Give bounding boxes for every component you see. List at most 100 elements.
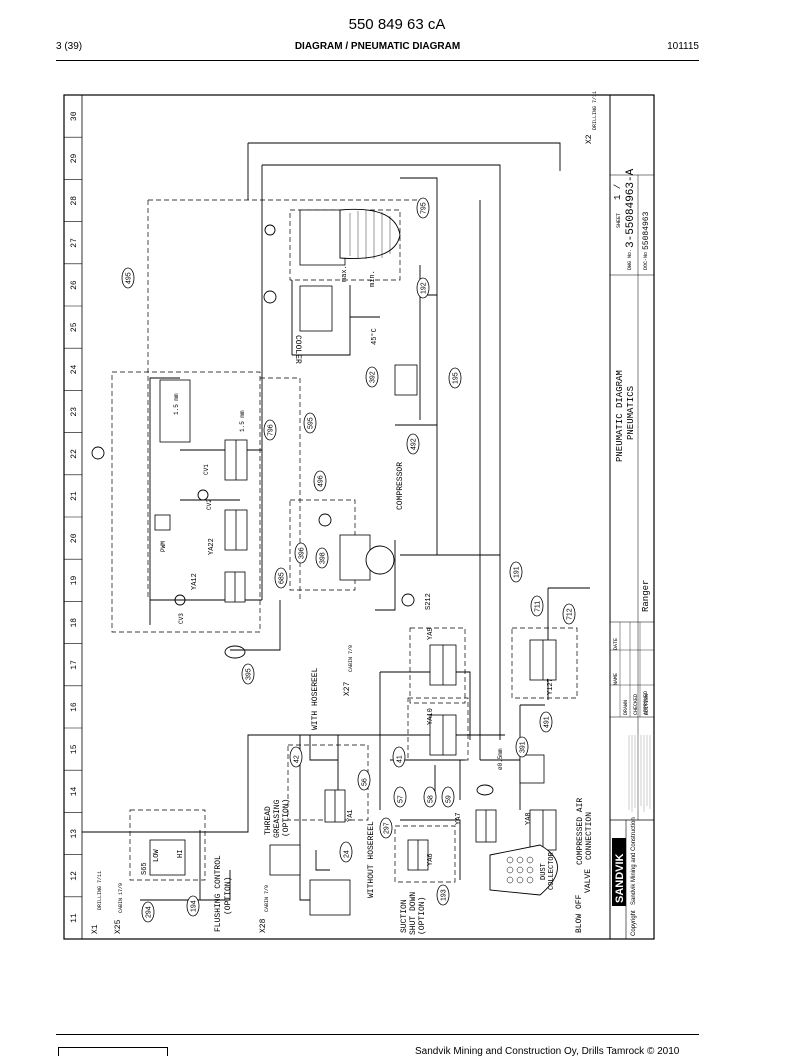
svg-text:CHECKED: CHECKED [633, 694, 639, 715]
svg-text:Y127: Y127 [547, 678, 555, 695]
x1-label: X1 [91, 924, 100, 934]
column-number: 15 [70, 744, 79, 754]
svg-text:42: 42 [294, 755, 301, 763]
svg-text:DRILLING 7/11: DRILLING 7/11 [592, 91, 598, 130]
sheet-number: 1 / [613, 184, 623, 200]
column-number: 21 [70, 491, 79, 501]
svg-text:HI: HI [177, 850, 185, 858]
svg-text:DUST: DUST [540, 863, 548, 880]
svg-text:SHEET: SHEET [616, 213, 622, 228]
component-id-bubble: 396 [294, 542, 308, 564]
svg-text:S65: S65 [141, 862, 149, 875]
svg-text:DRAWN: DRAWN [623, 700, 629, 715]
svg-text:CV1: CV1 [203, 464, 210, 475]
svg-text:496: 496 [318, 475, 325, 487]
x28-label: X28 [259, 918, 268, 933]
column-number: 29 [70, 153, 79, 163]
svg-text:YA8: YA8 [525, 812, 533, 825]
column-number: 25 [70, 322, 79, 332]
svg-text:(OPTION): (OPTION) [418, 897, 427, 935]
svg-text:CV3: CV3 [178, 613, 185, 624]
svg-text:1.5 mm: 1.5 mm [239, 410, 246, 432]
title-block: SANDVIK Copyright Sandvik Mining and Con… [609, 95, 654, 939]
component-id-bubble: 395 [241, 663, 255, 685]
component-id-bubble: 58 [423, 786, 437, 808]
svg-text:195: 195 [453, 372, 460, 384]
component-id-bubble: 57 [393, 786, 407, 808]
svg-text:191: 191 [514, 566, 521, 578]
column-number: 22 [70, 449, 79, 459]
component-id-bubble: 795 [416, 197, 430, 219]
svg-text:796: 796 [268, 424, 275, 436]
svg-text:YA1: YA1 [347, 809, 355, 822]
column-number: 19 [70, 575, 79, 585]
footer-logo [58, 1047, 168, 1056]
header-rule [56, 60, 699, 61]
svg-text:ø0.5mm: ø0.5mm [497, 748, 504, 770]
svg-text:S212: S212 [425, 593, 433, 610]
svg-text:492: 492 [411, 438, 418, 450]
component-id-bubble: 24 [339, 841, 353, 863]
column-number: 18 [70, 618, 79, 628]
column-number: 14 [70, 786, 79, 796]
column-number: 28 [70, 196, 79, 206]
component-id-bubble: 297 [379, 817, 393, 839]
footer-publisher: Sandvik Mining and Construction Oy, Dril… [415, 1046, 680, 1057]
svg-text:YA12: YA12 [191, 573, 199, 590]
page-title: DIAGRAM / PNEUMATIC DIAGRAM [294, 41, 461, 52]
page-header: 3 (39) DIAGRAM / PNEUMATIC DIAGRAM 10111… [56, 41, 699, 57]
compressed-air-label: COMPRESSED AIR [576, 798, 585, 865]
column-number: 16 [70, 702, 79, 712]
component-id-bubble: 195 [448, 367, 462, 389]
doc-number: 55084963 [642, 211, 651, 250]
column-number: 17 [70, 660, 79, 670]
component-id-bubble: 495 [121, 267, 135, 289]
connector-labels: X1 DRILLING 7/11 X25 CABIN 17/9 X28 CABI… [91, 91, 598, 934]
column-number: 20 [70, 533, 79, 543]
component-id-bubble: 391 [515, 736, 529, 758]
svg-text:(OPTION): (OPTION) [282, 799, 291, 837]
svg-text:392: 392 [370, 371, 377, 383]
valve-symbols [149, 209, 557, 916]
component-id-bubble: 595 [303, 412, 317, 434]
svg-text:CABIN 7/9: CABIN 7/9 [264, 885, 270, 912]
component-id-bubble: 496 [313, 470, 327, 492]
column-number: 27 [70, 238, 79, 248]
component-id-bubble: 56 [357, 769, 371, 791]
svg-text:max.: max. [341, 265, 349, 282]
svg-text:491: 491 [544, 716, 551, 728]
drawing-number: 3-55084963-A [625, 168, 637, 248]
copyright-label: Copyright [631, 910, 637, 936]
svg-text:(OPTION): (OPTION) [224, 877, 233, 915]
svg-text:795: 795 [421, 202, 428, 214]
page-number: 3 (39) [56, 41, 83, 52]
svg-text:711: 711 [535, 601, 542, 612]
column-number: 13 [70, 829, 79, 839]
x2-label: X2 [585, 134, 594, 144]
svg-text:595: 595 [308, 417, 315, 429]
svg-text:DRILLING 7/11: DRILLING 7/11 [97, 871, 103, 910]
column-number: 26 [70, 280, 79, 290]
sandvik-logo [612, 838, 626, 906]
svg-text:396: 396 [299, 547, 306, 559]
svg-text:398: 398 [320, 552, 327, 564]
suction-label: SUCTION [400, 899, 409, 933]
svg-text:395: 395 [246, 668, 253, 680]
svg-text:CV2: CV2 [206, 499, 213, 510]
svg-text:min.: min. [369, 270, 377, 287]
component-id-bubble: 398 [315, 547, 329, 569]
column-number: 23 [70, 407, 79, 417]
thread-label: THREAD [264, 806, 273, 835]
component-id-bubble: 796 [263, 419, 277, 441]
svg-text:712: 712 [567, 608, 574, 620]
component-id-bubble: 685 [274, 567, 288, 589]
svg-text:SHUT DOWN: SHUT DOWN [409, 892, 418, 935]
x27-label: X27 [343, 681, 352, 696]
blow-off-label: BLOW OFF [575, 894, 584, 933]
svg-text:PWM: PWM [160, 541, 167, 552]
component-id-bubble: 392 [365, 366, 379, 388]
machine-name: Ranger [641, 580, 651, 612]
svg-text:57: 57 [398, 795, 405, 803]
